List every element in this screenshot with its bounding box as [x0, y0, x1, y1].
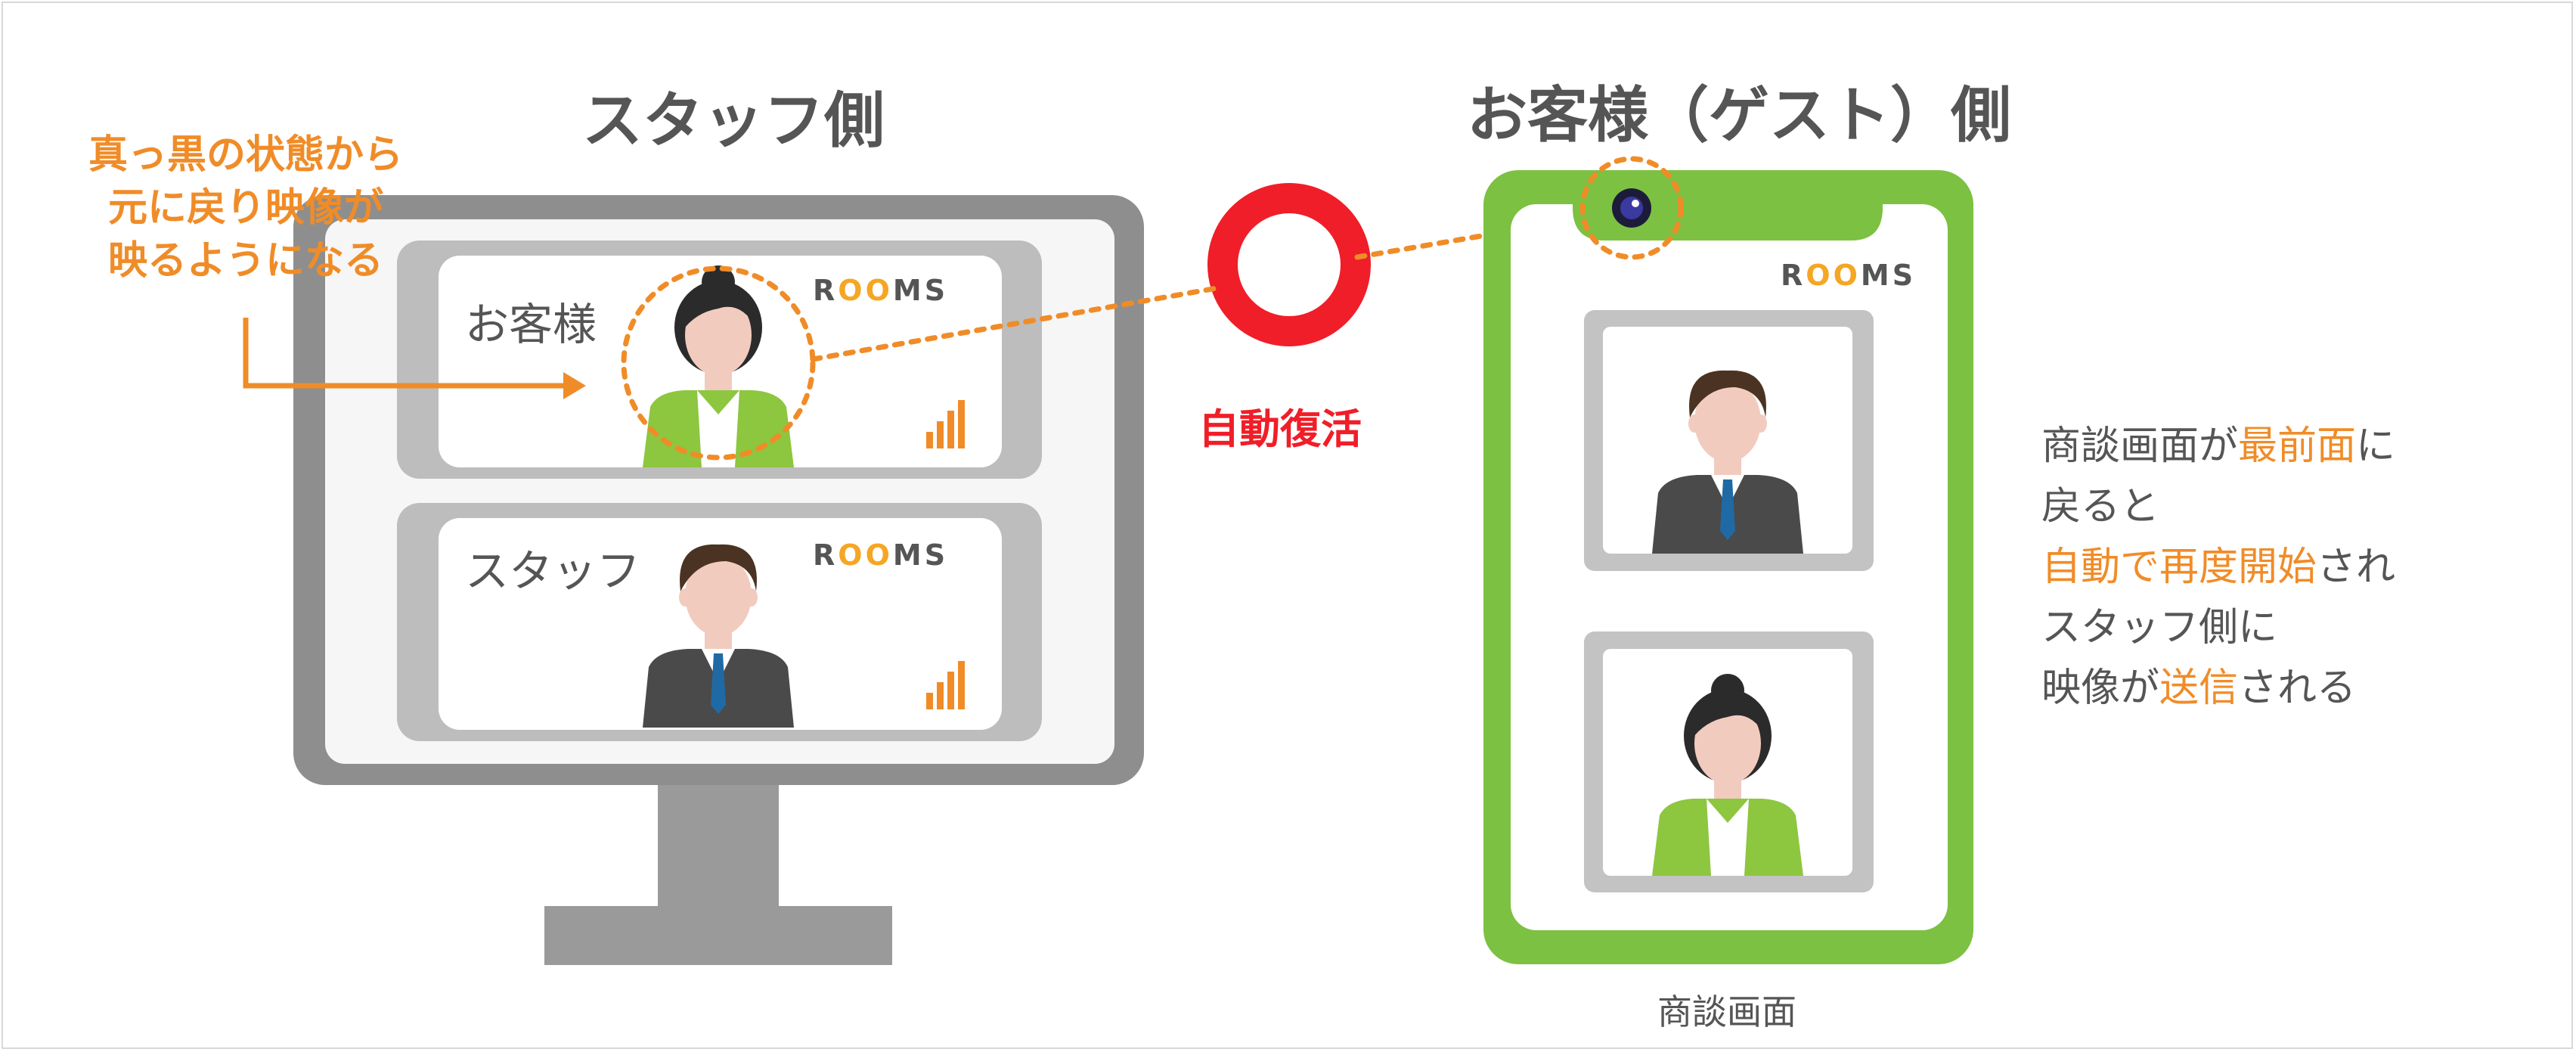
- camera-highlight-circle: [1579, 156, 1684, 260]
- staff-card-label: スタッフ: [465, 545, 641, 597]
- rooms-logo-text: ROOMS: [813, 538, 949, 572]
- highlight-span: 自動で再度開始: [2041, 545, 2317, 590]
- text-span: される: [2238, 666, 2357, 711]
- description-line: 商談画面が最前面に: [2041, 416, 2395, 476]
- staff-note-line: 真っ黒の状態から: [88, 132, 403, 178]
- text-span: され: [2317, 545, 2396, 590]
- description-line: 戻ると: [2041, 484, 2160, 529]
- ok-circle-icon: [1207, 183, 1371, 346]
- highlight-circle: [621, 265, 816, 461]
- text-span: に: [2356, 424, 2396, 469]
- rooms-logo-text: ROOMS: [813, 274, 949, 307]
- meeting-screen-caption: 商談画面: [1657, 991, 1796, 1032]
- rooms-logo: ROOMS: [813, 274, 948, 307]
- rooms-logo: ROOMS: [1781, 259, 1916, 292]
- auto-recovery-label: 自動復活: [1198, 405, 1362, 453]
- description-line: 自動で再度開始され: [2041, 537, 2395, 597]
- rooms-logo-text: ROOMS: [1781, 259, 1917, 292]
- description-text: 商談画面が最前面に 戻ると 自動で再度開始され スタッフ側に 映像が送信される: [2041, 416, 2395, 718]
- staff-note-line: 映るようになる: [107, 238, 383, 284]
- highlight-span: 送信: [2159, 666, 2239, 711]
- text-span: 商談画面が: [2041, 424, 2239, 469]
- staff-note: 真っ黒の状態から 元に戻り映像が 映るようになる: [72, 129, 420, 287]
- connector-line: [810, 284, 1224, 362]
- highlight-span: 最前面: [2238, 424, 2357, 469]
- guest-side-heading: お客様（ゲスト）側: [1467, 80, 2011, 151]
- arrow-icon: [243, 318, 563, 389]
- description-line: 映像が送信される: [2041, 658, 2395, 718]
- staff-side-heading: スタッフ側: [582, 85, 885, 156]
- rooms-logo: ROOMS: [813, 538, 948, 572]
- text-span: 映像が: [2041, 666, 2160, 711]
- customer-card-label: お客様: [465, 299, 597, 350]
- staff-note-line: 元に戻り映像が: [107, 185, 383, 231]
- connector-line: [1354, 215, 1591, 260]
- description-line: スタッフ側に: [2041, 605, 2278, 650]
